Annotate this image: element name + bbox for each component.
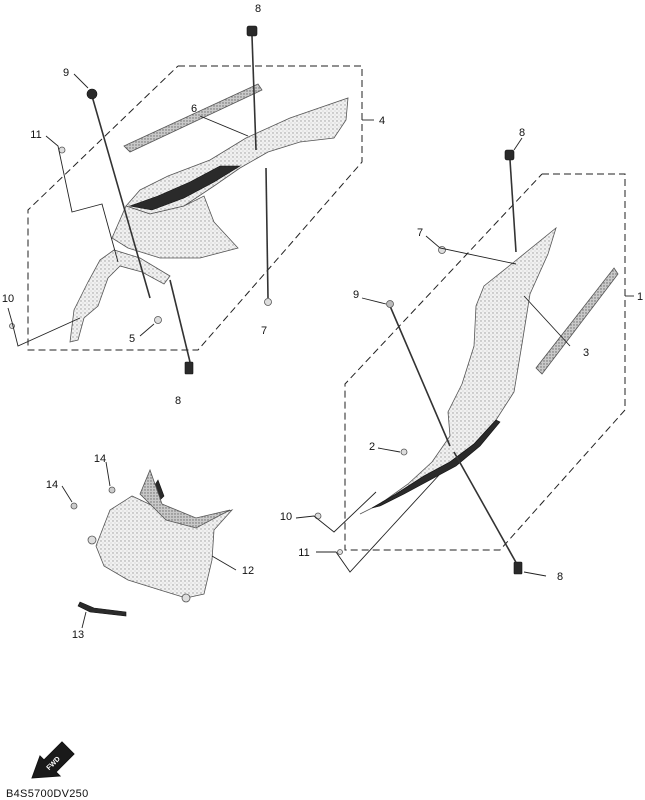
leader-7b [425, 235, 517, 265]
nut-7-rod [265, 167, 269, 299]
leader-5 [139, 323, 155, 337]
leader-13 [81, 611, 87, 629]
bolt-8-shaft-a [251, 35, 257, 151]
grommet-12 [181, 593, 191, 603]
part-6-decal [123, 83, 263, 153]
group-boundary-4 [27, 65, 363, 351]
fwd-arrow-icon [31, 741, 75, 779]
callout-13: 13 [72, 629, 84, 641]
callout-labels: 8 9 6 4 11 10 5 7 8 8 7 9 1 3 2 10 11 8 … [2, 3, 643, 641]
callout-4: 4 [379, 115, 385, 127]
callout-10b: 10 [280, 511, 292, 523]
callout-2: 2 [369, 441, 375, 453]
fastener-11-b [337, 549, 343, 555]
fastener-11-a [58, 146, 66, 154]
inner-panel [111, 195, 239, 259]
callout-1: 1 [637, 291, 643, 303]
callout-9a: 9 [63, 67, 69, 79]
screw-9-head [86, 88, 98, 100]
leader-8c [513, 137, 523, 151]
lower-bracket [69, 249, 171, 343]
bolt-8-shaft-d [453, 451, 519, 567]
callout-9b: 9 [353, 289, 359, 301]
diagram-code: B4S5700DV250 [6, 788, 89, 800]
leader-11b [316, 473, 441, 573]
part-1-side-cowl [359, 226, 557, 515]
group-boundary-1 [344, 173, 626, 551]
bolt-8-head-b [184, 361, 194, 375]
fastener-14-a [108, 486, 116, 494]
leader-10b [295, 491, 377, 533]
clip-2 [400, 448, 408, 456]
callout-8d: 8 [557, 571, 563, 583]
callout-8b: 8 [175, 395, 181, 407]
bolt-8-shaft-c [509, 159, 517, 253]
leader-11a [45, 135, 119, 263]
leader-12 [211, 555, 237, 571]
callout-5: 5 [129, 333, 135, 345]
callout-8a: 8 [255, 3, 261, 15]
callout-14b: 14 [46, 479, 58, 491]
fastener-10-b [314, 512, 322, 520]
assembly-group-1 [295, 137, 634, 577]
bolt-8-head-a [246, 25, 258, 37]
callout-7a: 7 [261, 325, 267, 337]
screw-9-shaft-b [389, 305, 451, 447]
part-4-dark-trim [128, 165, 242, 211]
leader-8d [523, 571, 547, 577]
leader-9a [73, 73, 89, 89]
leader-9b [361, 297, 387, 305]
leader-10a [7, 307, 81, 347]
part-12-top-flange [139, 468, 231, 529]
assembly-group-12 [61, 461, 237, 629]
grommet-12b [87, 535, 97, 545]
leader-6 [199, 115, 249, 137]
bolt-8-shaft-b [169, 279, 191, 363]
part-1-edge [371, 419, 501, 509]
leader-2 [377, 447, 401, 453]
callout-11b: 11 [298, 547, 309, 559]
callout-6: 6 [191, 103, 197, 115]
callout-14a: 14 [94, 453, 106, 465]
screw-9-head-b [386, 300, 394, 308]
leader-3 [523, 295, 571, 347]
screw-9-shaft [91, 95, 151, 299]
part-13-strip [77, 601, 127, 617]
part-3-decal [535, 267, 619, 375]
callout-12: 12 [242, 565, 254, 577]
fastener-14-b [70, 502, 78, 510]
callout-10a: 10 [2, 293, 14, 305]
callout-11a: 11 [30, 129, 41, 141]
leader-14a [105, 461, 111, 487]
callout-8c: 8 [519, 127, 525, 139]
front-direction-arrow: FWD [31, 741, 75, 779]
bolt-8-head-c [504, 149, 515, 161]
callout-7b: 7 [417, 227, 423, 239]
assembly-group-4 [7, 25, 374, 375]
callout-3: 3 [583, 347, 589, 359]
nut-7-a [264, 298, 272, 306]
leader-14b [61, 485, 73, 503]
clip-5 [154, 316, 162, 324]
bolt-8-head-d [513, 561, 523, 575]
